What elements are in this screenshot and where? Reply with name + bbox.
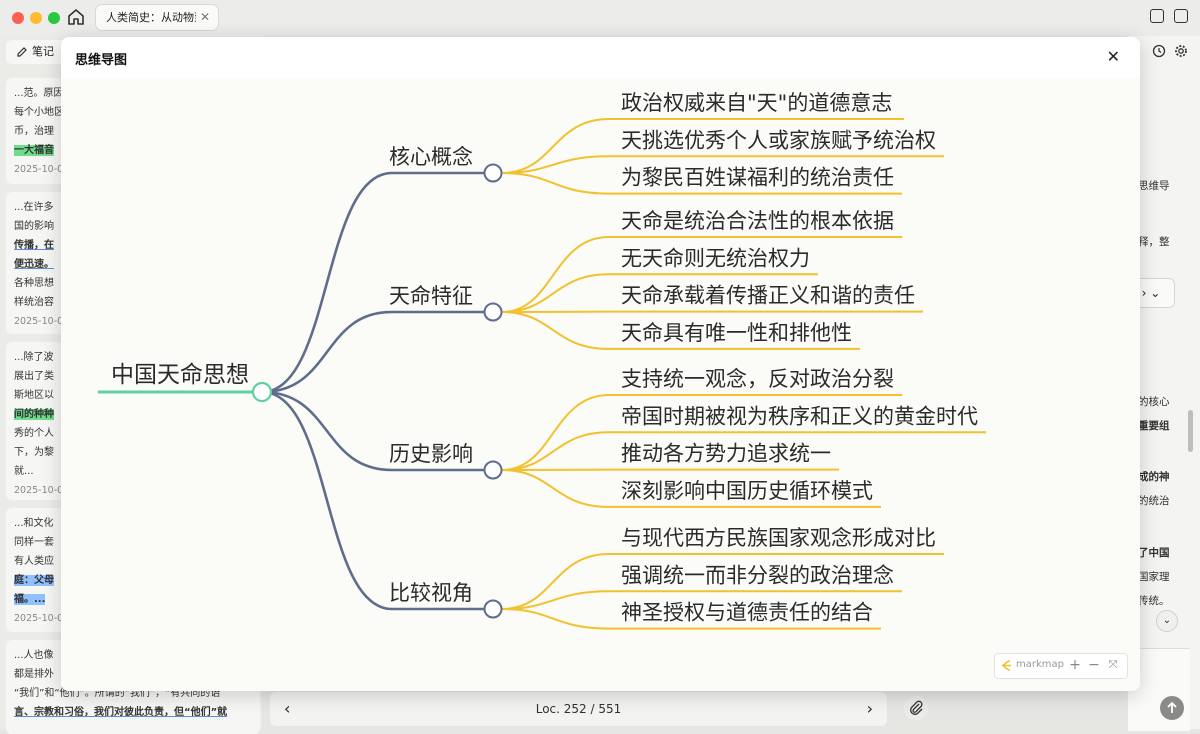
scrollbar-thumb[interactable] (1188, 410, 1193, 452)
branch-node (485, 304, 502, 321)
note-text: 下，为黎 (14, 447, 54, 458)
note-text: 言、宗教和习俗，我们对彼此负责，但“他们”就 (14, 707, 227, 718)
leaf-label: 为黎民百姓谋福利的统治责任 (621, 166, 894, 190)
modal-title: 思维导图 (75, 49, 127, 68)
branch-label: 核心概念 (389, 145, 473, 169)
leaf-label: 帝国时期被视为秩序和正义的黄金时代 (621, 404, 978, 428)
leaf-label: 深刻影响中国历史循环模式 (621, 479, 873, 503)
settings-gear-icon[interactable] (1174, 44, 1188, 58)
note-text: 传播，在 (14, 240, 54, 251)
leaf-label: 天命承载着传播正义和谐的责任 (621, 284, 915, 308)
note-text: 样统治容 (14, 297, 54, 308)
close-window-button[interactable] (12, 12, 24, 24)
note-text: 福。... (14, 594, 45, 605)
note-text: 每个小地区 (14, 107, 64, 118)
leaf-label: 天命是统治合法性的根本依据 (621, 209, 894, 233)
notes-tab-label: 笔记 (32, 45, 54, 58)
branch-connector (262, 392, 484, 609)
branch-node (485, 601, 502, 618)
leaf-label: 推动各方势力追求统一 (621, 442, 831, 466)
reader-navigation-bar: ‹ Loc. 252 / 551 › (270, 692, 887, 726)
close-icon[interactable]: ✕ (1107, 47, 1120, 66)
branch-connector (262, 173, 484, 392)
note-line: 言、宗教和习俗，我们对彼此负责，但“他们”就 (14, 703, 252, 722)
leaf-label: 与现代西方民族国家观念形成对比 (621, 526, 936, 550)
scroll-down-icon[interactable]: ⌄ (1156, 610, 1178, 632)
paperclip-icon[interactable] (904, 696, 928, 720)
note-text: 庭：父母 (14, 575, 54, 586)
branch-label: 历史影响 (389, 442, 473, 466)
note-text: ...范。原因 (14, 88, 64, 99)
markmap-brand: markmap (1016, 659, 1064, 670)
toggle-left-sidebar-icon[interactable] (1150, 9, 1164, 23)
leaf-label: 政治权威来自"天"的道德意志 (621, 91, 892, 115)
location-indicator: Loc. 252 / 551 (270, 692, 887, 726)
note-text: 国的影响 (14, 221, 54, 232)
markmap-toolbar: markmap + − ⤧ (994, 653, 1128, 679)
assistant-text: 传统。 (1138, 593, 1170, 608)
branch-label: 比较视角 (389, 581, 473, 605)
branch-label: 天命特征 (389, 284, 473, 308)
note-text: ...在许多 (14, 202, 54, 213)
modal-header: 思维导图 ✕ (61, 37, 1140, 79)
edit-icon (16, 46, 28, 58)
mindmap-canvas[interactable]: 政治权威来自"天"的道德意志天挑选优秀个人或家族赋予统治权为黎民百姓谋福利的统治… (61, 78, 1140, 691)
assistant-text: 了中国 (1138, 545, 1170, 560)
next-page-icon[interactable]: › (867, 692, 873, 726)
branch-connector (262, 312, 484, 392)
send-arrow-icon[interactable] (1160, 696, 1184, 720)
note-text: 有人类应 (14, 556, 54, 567)
book-tab-title: 人类简史：从动物到上帝 (106, 5, 196, 30)
note-text: 展出了类 (14, 371, 54, 382)
note-text: 便迅速。 (14, 259, 54, 270)
window-titlebar: 人类简史：从动物到上帝 ✕ (0, 0, 1200, 36)
root-node (253, 383, 271, 401)
fit-view-button[interactable]: ⤧ (1105, 656, 1121, 674)
branch-node (485, 462, 502, 479)
leaf-label: 强调统一而非分裂的政治理念 (621, 563, 894, 587)
minimize-window-button[interactable] (30, 12, 42, 24)
note-text: 间的种种 (14, 409, 54, 420)
assistant-text: 的统治 (1138, 493, 1170, 508)
note-text: ...和文化 (14, 518, 54, 529)
note-text: ...除了波 (14, 352, 54, 363)
note-text: 各种思想 (14, 278, 54, 289)
note-text: 斯地区以 (14, 390, 54, 401)
assistant-text: 的核心 (1138, 394, 1170, 409)
assistant-text: 国家理 (1138, 569, 1170, 584)
home-icon[interactable] (66, 7, 86, 27)
markmap-logo-icon (1001, 659, 1014, 672)
history-icon[interactable] (1152, 44, 1166, 58)
note-text: 秀的个人 (14, 428, 54, 439)
zoom-window-button[interactable] (48, 12, 60, 24)
zoom-in-button[interactable]: + (1067, 656, 1083, 674)
note-text: 就... (14, 466, 34, 477)
assistant-text: 重要组 (1138, 418, 1170, 433)
leaf-label: 神圣授权与道德责任的结合 (621, 601, 873, 625)
note-text: 币，治理 (14, 126, 54, 137)
leaf-label: 天挑选优秀个人或家族赋予统治权 (621, 128, 936, 152)
note-text: 一大福音 (14, 145, 54, 156)
tab-close-icon[interactable]: ✕ (200, 5, 210, 30)
zoom-out-button[interactable]: − (1086, 656, 1102, 674)
root-label: 中国天命思想 (111, 362, 249, 388)
leaf-label: 支持统一观念，反对政治分裂 (621, 367, 894, 391)
note-text: 同样一套 (14, 537, 54, 548)
leaf-label: 天命具有唯一性和排他性 (621, 321, 852, 345)
book-tab[interactable]: 人类简史：从动物到上帝 ✕ (96, 5, 218, 30)
assistant-text: 思维导 (1138, 178, 1170, 193)
mindmap-svg[interactable]: 政治权威来自"天"的道德意志天挑选优秀个人或家族赋予统治权为黎民百姓谋福利的统治… (61, 78, 1140, 691)
leaf-label: 无天命则无统治权力 (621, 246, 810, 270)
note-text: ...人也像 (14, 650, 54, 661)
toggle-right-sidebar-icon[interactable] (1174, 9, 1188, 23)
branch-node (485, 165, 502, 182)
assistant-text: 释，整 (1138, 234, 1170, 249)
assistant-text: 成的神 (1138, 469, 1170, 484)
note-text: 都是排外 (14, 669, 54, 680)
mindmap-modal: 思维导图 ✕ 政治权威来自"天"的道德意志天挑选优秀个人或家族赋予统治权为黎民百… (61, 37, 1140, 691)
